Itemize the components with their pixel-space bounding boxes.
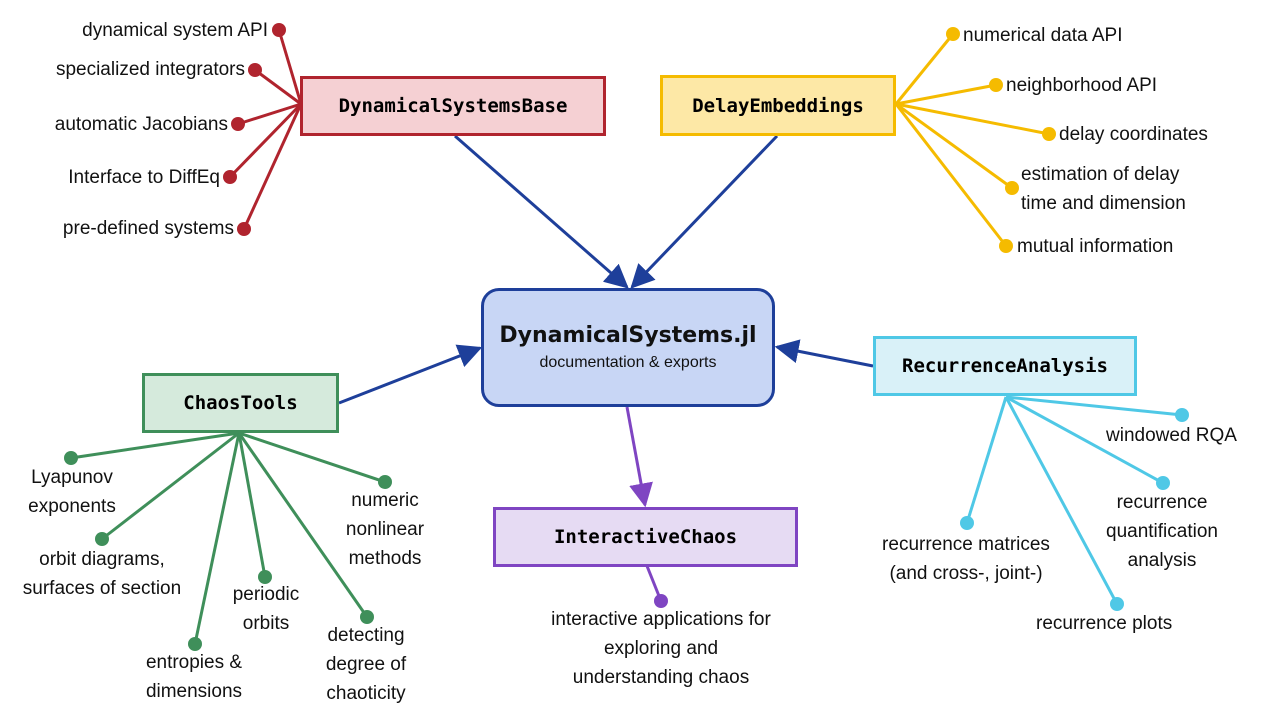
feature-connector bbox=[894, 33, 955, 105]
module-label: DynamicalSystemsBase bbox=[338, 95, 568, 117]
feature-label: detecting degree of chaoticity bbox=[325, 625, 407, 704]
feature-label: mutual information bbox=[1017, 236, 1174, 257]
feature-bullet bbox=[1175, 408, 1189, 422]
feature-label: numeric nonlinear methods bbox=[345, 490, 425, 569]
feature-label: delay coordinates bbox=[1059, 124, 1208, 145]
feature-bullet bbox=[237, 222, 251, 236]
feature-bullet bbox=[989, 78, 1003, 92]
feature-connector bbox=[101, 431, 240, 541]
feature-bullet bbox=[95, 532, 109, 546]
feature-label: dynamical system API bbox=[82, 20, 268, 41]
feature-connector bbox=[1004, 396, 1119, 605]
feature-connector bbox=[254, 68, 302, 106]
arrow-delay-to-center bbox=[630, 134, 779, 289]
central-package-node: DynamicalSystems.jl documentation & expo… bbox=[481, 288, 775, 407]
feature-label: Interface to DiffEq bbox=[68, 167, 220, 188]
feature-connector bbox=[193, 432, 241, 645]
feature-bullet bbox=[946, 27, 960, 41]
feature-connector bbox=[277, 29, 303, 105]
feature-connector bbox=[895, 102, 1050, 136]
feature-bullet bbox=[272, 23, 286, 37]
feature-connector bbox=[965, 396, 1008, 524]
feature-bullet bbox=[258, 570, 272, 584]
feature-connector bbox=[238, 431, 386, 484]
module-label: ChaosTools bbox=[183, 392, 298, 414]
feature-label: specialized integrators bbox=[55, 59, 245, 80]
feature-connector bbox=[1005, 395, 1183, 417]
feature-connector bbox=[237, 102, 302, 126]
feature-label: recurrence matrices (and cross-, joint-) bbox=[882, 534, 1050, 584]
feature-bullet bbox=[999, 239, 1013, 253]
feature-connector bbox=[1005, 395, 1164, 485]
feature-connector bbox=[237, 432, 369, 618]
center-subtitle: documentation & exports bbox=[539, 354, 717, 371]
center-title: DynamicalSystems.jl bbox=[499, 323, 757, 348]
feature-bullet bbox=[188, 637, 202, 651]
feature-bullet bbox=[64, 451, 78, 465]
feature-bullet bbox=[960, 516, 974, 530]
module-dynamicalsystemsbase: DynamicalSystemsBase bbox=[300, 76, 606, 136]
module-chaostools: ChaosTools bbox=[142, 373, 339, 433]
feature-label: windowed RQA bbox=[1106, 425, 1237, 446]
feature-bullet bbox=[654, 594, 668, 608]
feature-connector bbox=[242, 103, 303, 230]
feature-label: periodic orbits bbox=[232, 584, 300, 634]
feature-label: estimation of delay time and dimension bbox=[1021, 164, 1186, 214]
feature-label: recurrence quantification analysis bbox=[1106, 492, 1218, 571]
feature-connector bbox=[895, 102, 1013, 190]
feature-bullet bbox=[231, 117, 245, 131]
feature-label: recurrence plots bbox=[1036, 613, 1173, 634]
feature-label: neighborhood API bbox=[1006, 75, 1158, 96]
module-label: RecurrenceAnalysis bbox=[902, 355, 1108, 377]
feature-label: orbit diagrams, surfaces of section bbox=[22, 549, 182, 599]
feature-label: interactive applications for exploring a… bbox=[551, 609, 771, 688]
module-label: InteractiveChaos bbox=[553, 526, 738, 548]
arrow-recurrence-to-center bbox=[774, 339, 874, 368]
feature-bullet bbox=[248, 63, 262, 77]
feature-label: automatic Jacobians bbox=[54, 114, 228, 135]
feature-bullet bbox=[1156, 476, 1170, 490]
feature-connector bbox=[228, 102, 303, 179]
arrow-base-to-center bbox=[454, 134, 629, 289]
module-recurrenceanalysis: RecurrenceAnalysis bbox=[873, 336, 1137, 396]
feature-bullet bbox=[360, 610, 374, 624]
feature-bullet bbox=[223, 170, 237, 184]
feature-connector bbox=[894, 103, 1008, 247]
module-delayembeddings: DelayEmbeddings bbox=[660, 75, 896, 136]
feature-label: numerical data API bbox=[963, 25, 1123, 46]
feature-connector bbox=[237, 432, 267, 578]
feature-label: Lyapunov exponents bbox=[28, 467, 116, 517]
feature-label: pre-defined systems bbox=[62, 218, 234, 239]
feature-connector bbox=[895, 83, 997, 106]
feature-connector bbox=[70, 431, 240, 460]
feature-label: entropies & dimensions bbox=[145, 652, 243, 702]
arrow-center-to-interactive bbox=[625, 406, 653, 508]
module-label: DelayEmbeddings bbox=[692, 94, 864, 117]
module-interactivechaos: InteractiveChaos bbox=[493, 507, 798, 567]
feature-bullet bbox=[1110, 597, 1124, 611]
feature-bullet bbox=[1005, 181, 1019, 195]
feature-bullet bbox=[1042, 127, 1056, 141]
arrow-chaos-to-center bbox=[338, 344, 483, 405]
feature-bullet bbox=[378, 475, 392, 489]
